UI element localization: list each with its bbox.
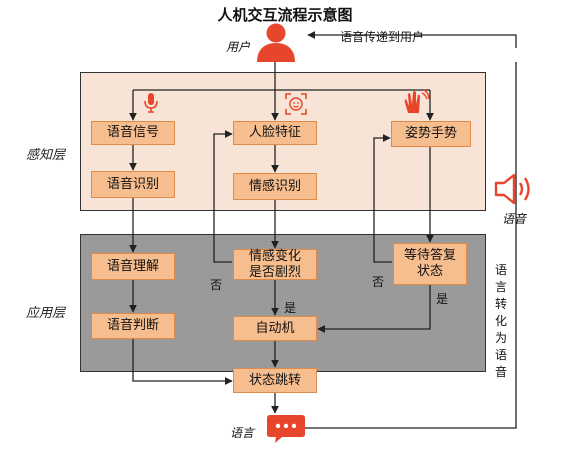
edge-label-yes-wait: 是 [436, 292, 449, 306]
node-speech-understanding: 语音理解 [91, 253, 175, 280]
application-layer-label: 应用层 [26, 306, 66, 321]
node-speech-judgement: 语音判断 [91, 313, 175, 339]
node-emotion-change: 情感变化 是否剧烈 [233, 249, 317, 280]
edge-tts-to-user [307, 31, 517, 48]
edge-label-yes-emotion: 是 [284, 301, 297, 315]
chat-bubble-icon [267, 415, 305, 443]
hand-gesture-icon [404, 89, 430, 113]
user-icon [257, 23, 295, 62]
node-face-feature: 人脸特征 [233, 121, 317, 145]
node-speech-recognition: 语音识别 [91, 171, 175, 198]
diagram-title: 人机交互流程示意图 [217, 6, 353, 24]
node-speech-signal: 语音信号 [91, 121, 175, 145]
perception-layer-label: 感知层 [26, 148, 66, 163]
text-to-speech-note: 语 言 转 化 为 语 音 [495, 263, 508, 379]
speaker-icon [494, 173, 530, 205]
edge-label-no-wait: 否 [372, 275, 385, 289]
language-label: 语言 [230, 426, 255, 440]
face-scan-icon [285, 93, 307, 115]
edge-judgement-to-state-jump [132, 339, 233, 385]
node-gesture: 姿势手势 [391, 121, 471, 147]
node-automaton: 自动机 [233, 316, 317, 341]
user-label: 用户 [226, 40, 251, 54]
edge-label-no-emotion: 否 [210, 278, 223, 292]
node-state-jump: 状态跳转 [233, 368, 317, 393]
edge-change-no-loop [213, 130, 233, 263]
node-emotion-recognition: 情感识别 [233, 173, 317, 200]
voice-to-user-note: 语音传递到用户 [340, 30, 425, 44]
edge-wait-yes [317, 285, 431, 333]
edge-wait-no-loop [373, 134, 392, 263]
edge-language-to-tts [304, 62, 517, 429]
speech-label: 语音 [502, 212, 527, 226]
microphone-icon [144, 93, 158, 113]
node-wait-reply: 等待答复 状态 [393, 243, 467, 285]
